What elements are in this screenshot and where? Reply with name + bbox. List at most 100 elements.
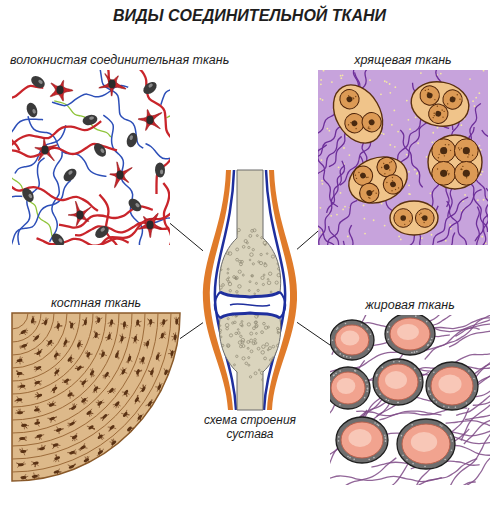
illustration-part xyxy=(89,116,94,120)
illustration-part xyxy=(357,181,382,206)
tissue-heading: костная ткань xyxy=(51,296,141,310)
illustration-part xyxy=(94,70,143,148)
illustration-part xyxy=(164,369,169,376)
illustration-part xyxy=(384,173,386,175)
illustration-part xyxy=(411,424,413,426)
illustration-part xyxy=(251,275,253,277)
illustration-part xyxy=(263,241,267,245)
illustration-part xyxy=(116,171,123,180)
illustration-part xyxy=(338,436,340,438)
illustration-part xyxy=(448,406,450,408)
illustration-part xyxy=(129,135,134,141)
illustration-part xyxy=(79,394,90,405)
illustration-part xyxy=(348,124,350,126)
illustration-part xyxy=(378,364,418,400)
illustration-part xyxy=(114,350,122,360)
illustration-part xyxy=(234,371,237,374)
illustration-part xyxy=(157,384,162,391)
illustration-part xyxy=(420,213,421,214)
illustration-part xyxy=(459,98,461,100)
illustration-part xyxy=(281,278,284,281)
illustration-part xyxy=(56,323,61,330)
illustration-part xyxy=(162,367,171,376)
illustration-part xyxy=(426,321,428,323)
illustration-part xyxy=(340,77,342,79)
illustration-part xyxy=(118,366,129,378)
illustration-part xyxy=(30,317,35,324)
illustration-part xyxy=(12,313,180,482)
illustration-part xyxy=(394,146,396,148)
illustration-part xyxy=(335,373,337,375)
illustration-part xyxy=(37,238,129,245)
illustration-part xyxy=(374,422,376,424)
leader-line xyxy=(170,223,203,251)
illustration-part xyxy=(478,92,480,94)
illustration-part xyxy=(226,344,230,348)
illustration-part xyxy=(19,384,25,388)
illustration-part xyxy=(219,347,222,350)
illustration-part xyxy=(397,324,419,340)
illustration-part xyxy=(430,192,432,194)
illustration-part xyxy=(141,79,159,96)
illustration-part xyxy=(251,275,253,277)
illustration-part xyxy=(81,379,87,385)
illustration-part xyxy=(100,351,105,358)
illustration-part xyxy=(433,112,435,114)
illustration-part xyxy=(36,393,43,398)
illustration-part xyxy=(254,293,256,295)
illustration-part xyxy=(17,411,23,414)
illustration-part xyxy=(264,357,267,360)
illustration-part xyxy=(394,209,413,228)
illustration-part xyxy=(380,93,382,95)
illustration-part xyxy=(439,424,441,426)
illustration-part xyxy=(33,405,41,414)
illustration-part xyxy=(480,149,482,151)
illustration-part xyxy=(272,357,274,359)
illustration-part xyxy=(348,154,350,156)
illustration-part xyxy=(249,259,251,261)
illustration-part xyxy=(376,424,378,426)
illustration-part xyxy=(420,72,422,74)
illustration-part xyxy=(335,349,337,351)
illustration-part xyxy=(323,76,392,152)
illustration-part xyxy=(381,167,383,169)
illustration-part xyxy=(461,147,462,148)
illustration-part xyxy=(261,276,264,279)
illustration-part xyxy=(475,97,477,99)
illustration-part xyxy=(255,315,258,318)
illustration-part xyxy=(33,347,45,359)
illustration-part xyxy=(384,434,386,436)
illustration-part xyxy=(87,423,96,432)
illustration-part xyxy=(480,174,482,176)
illustration-part xyxy=(437,127,439,129)
illustration-part xyxy=(386,81,388,83)
illustration-part xyxy=(126,196,144,213)
illustration-part xyxy=(250,332,253,335)
illustration-part xyxy=(450,436,452,438)
illustration-part xyxy=(54,101,110,137)
illustration-part xyxy=(250,339,253,342)
illustration-part xyxy=(385,315,435,355)
illustration-part xyxy=(318,244,329,245)
illustration-part xyxy=(86,410,93,416)
illustration-part xyxy=(330,380,331,382)
illustration-part xyxy=(409,193,411,195)
illustration-part xyxy=(248,290,250,292)
illustration-part xyxy=(483,199,485,201)
illustration-part xyxy=(220,269,222,271)
illustration-part xyxy=(12,313,171,472)
illustration-part xyxy=(443,405,445,407)
illustration-part xyxy=(355,128,357,130)
illustration-part xyxy=(132,395,142,406)
illustration-part xyxy=(280,235,284,239)
illustration-part xyxy=(12,168,98,211)
illustration-part xyxy=(322,183,324,185)
illustration-part xyxy=(445,240,447,242)
illustration-part xyxy=(218,331,221,334)
illustration-part xyxy=(162,319,165,325)
illustration-part xyxy=(428,389,430,391)
illustration-part xyxy=(31,472,40,481)
illustration-part xyxy=(12,121,101,155)
illustration-part xyxy=(262,345,266,349)
illustration-part xyxy=(159,331,166,340)
